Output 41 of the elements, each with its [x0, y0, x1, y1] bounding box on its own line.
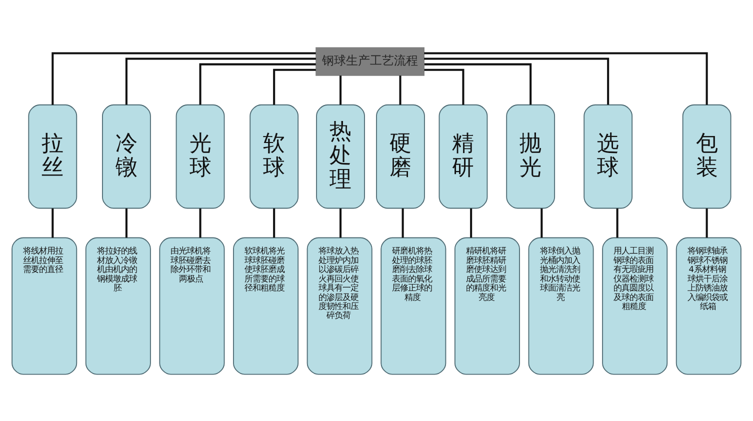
node-box: 光球	[176, 104, 225, 208]
connector	[424, 57, 610, 104]
node-box: 将线材用拉丝机拉伸至需要的直径	[12, 236, 78, 374]
node-box: 用人工目测钢球的表面有无瑕疵用仪器检测球的真圆度以及球的表面粗糙度	[602, 236, 668, 374]
node-box: 软球	[250, 104, 299, 208]
node-box: 将拉好的线材放入冷镦机由机内的钢模墩成球胚	[85, 236, 151, 374]
connector	[402, 208, 404, 238]
node-box: 选球	[584, 104, 633, 208]
node-box: 精研机将研磨球胚精研磨使球达到成品所需要的精度和光亮度	[454, 236, 520, 374]
node-box: 包装	[682, 104, 732, 208]
connector	[424, 62, 532, 104]
connector	[540, 208, 543, 238]
connector	[52, 208, 54, 238]
connector	[340, 208, 342, 238]
connector	[470, 208, 472, 238]
connector	[199, 62, 316, 104]
node-box: 将钢球轴承钢球不锈钢4系材料钢球烘干后涂上防锈油放入编织袋或纸箱	[676, 236, 742, 374]
connector	[424, 52, 708, 104]
connector	[273, 208, 276, 238]
node-box: 软球机将光球球胚碰磨使球胚磨成所需要的球径和粗糙度	[233, 236, 299, 374]
connector	[399, 75, 402, 104]
connector	[706, 208, 708, 238]
node-box: 精研	[438, 104, 488, 208]
node-box: 硬磨	[376, 104, 425, 208]
node-box: 将球放入热处理炉内加以渗碳后碎火再回火使球具有一定的渗层及硬度韧性和压碎负荷	[306, 236, 372, 374]
connector	[340, 75, 342, 104]
connector	[424, 68, 464, 104]
node-box: 钢球生产工艺流程	[316, 46, 424, 76]
node-box: 抛光	[506, 104, 556, 208]
connector	[273, 68, 316, 104]
node-box: 热处理	[316, 104, 365, 208]
connector	[52, 52, 316, 104]
node-box: 将球倒入抛光桶内加入抛光清洗剂和水转动使球面清洁光亮	[528, 236, 594, 374]
connector	[199, 208, 202, 238]
node-box: 研磨机将热处理的球胚磨削去除球表面的氧化层修正球的精度	[380, 236, 446, 374]
node-box: 由光球机将球胚碰磨去除外环带和两极点	[159, 236, 225, 374]
node-box: 冷镦	[102, 104, 151, 208]
connector	[616, 208, 618, 238]
connector	[125, 57, 316, 104]
node-box: 拉丝	[28, 104, 78, 208]
connector	[125, 208, 128, 238]
